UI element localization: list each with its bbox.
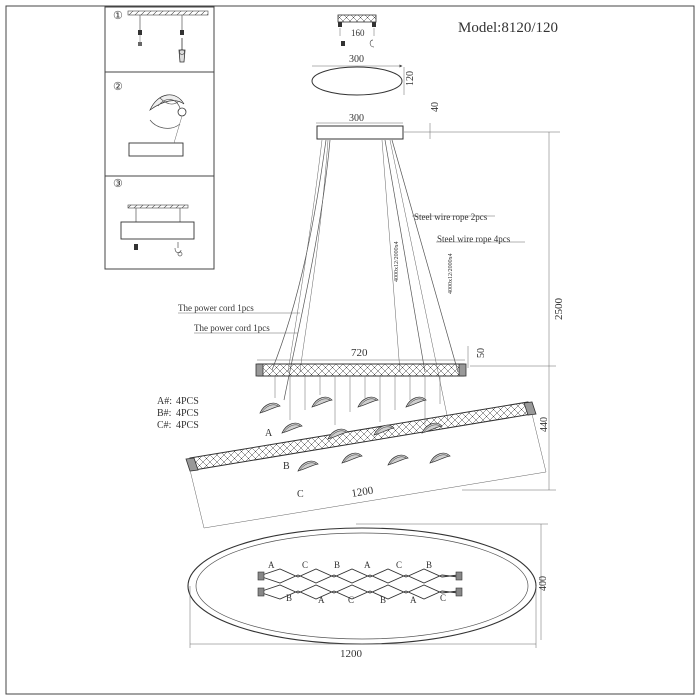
- dim-total-height: 2500: [553, 298, 565, 321]
- part-qty-a: 4PCS: [176, 396, 199, 407]
- power-cord-1-label: The power cord 1pcs: [178, 303, 254, 313]
- canopy-mounting-plate: 160: [337, 14, 377, 48]
- plan-bottom-letter-5: A: [410, 595, 417, 605]
- steel-wire-2-label: Steel wire rope 2pcs: [414, 212, 488, 222]
- dim-canopy-side-width: 300: [349, 113, 364, 124]
- dim-canopy-width: 300: [349, 54, 364, 65]
- dim-ring-width: 1200: [340, 648, 363, 660]
- dim-bar-offset: 50: [476, 348, 487, 358]
- plan-top-letter-1: A: [268, 560, 275, 570]
- part-qty-b: 4PCS: [176, 408, 199, 419]
- plan-top-letter-5: C: [396, 560, 402, 570]
- step-1-panel: ①: [113, 10, 209, 63]
- step-3-number: ③: [113, 178, 123, 190]
- part-letter-b: B: [283, 461, 290, 472]
- steel-wire-4-label: Steel wire rope 4pcs: [437, 234, 511, 244]
- part-letter-a: A: [265, 428, 273, 439]
- dim-canopy-plate-width: 160: [351, 28, 365, 38]
- step-2-number: ②: [113, 81, 123, 93]
- power-cord-2-label: The power cord 1pcs: [194, 323, 270, 333]
- overall-height-dimension: 2500 440 50: [404, 131, 565, 491]
- plan-bottom-letter-4: B: [380, 595, 386, 605]
- plan-top-letter-2: C: [302, 560, 308, 570]
- plan-bottom-letter-1: B: [286, 593, 292, 603]
- plan-top-letter-3: B: [334, 560, 340, 570]
- canopy-side-view: 300 40: [316, 102, 441, 140]
- steel-wire-callouts: Steel wire rope 2pcs Steel wire rope 4pc…: [412, 212, 525, 244]
- part-code-c: C#:: [157, 420, 171, 431]
- step-2-panel: ②: [113, 81, 187, 157]
- dim-lower-bar-length: 1200: [351, 485, 375, 500]
- model-number: Model:8120/120: [458, 20, 558, 36]
- power-cord-callouts: The power cord 1pcs The power cord 1pcs: [178, 303, 300, 334]
- dim-fixture-height: 440: [539, 417, 550, 432]
- installation-steps-panel: ① ② ③: [104, 6, 215, 270]
- dim-canopy-gap: 40: [430, 102, 441, 112]
- wire-length-label-2: 4000x12/2000x4: [448, 253, 454, 294]
- canopy-top-view: 300 120: [311, 54, 416, 96]
- wire-length-label-1: 4000x12/2000x4: [394, 241, 400, 282]
- plan-bottom-letter-3: C: [348, 595, 354, 605]
- step-3-panel: ③: [113, 178, 195, 257]
- dim-canopy-height: 120: [405, 71, 416, 86]
- part-code-a: A#:: [157, 396, 172, 407]
- dim-ring-height: 400: [538, 576, 549, 591]
- step-1-number: ①: [113, 10, 123, 22]
- lower-bar-dimension: 1200: [189, 413, 547, 529]
- lower-light-bar: [185, 401, 537, 472]
- part-code-b: B#:: [157, 408, 171, 419]
- plan-bottom-letter-6: C: [440, 593, 446, 603]
- upper-light-bar: 720: [255, 347, 467, 377]
- plan-bottom-letter-2: A: [318, 595, 325, 605]
- parts-list: A#: 4PCS B#: 4PCS C#: 4PCS: [157, 396, 199, 431]
- plan-top-letter-6: B: [426, 560, 432, 570]
- part-qty-c: 4PCS: [176, 420, 199, 431]
- drawing-border: [5, 5, 695, 695]
- plan-top-letter-4: A: [364, 560, 371, 570]
- dim-upper-bar-length: 720: [351, 347, 368, 359]
- bottom-plan-view: 400 1200 A C B A C B B A C B A C: [187, 523, 549, 660]
- part-letter-c: C: [297, 489, 304, 500]
